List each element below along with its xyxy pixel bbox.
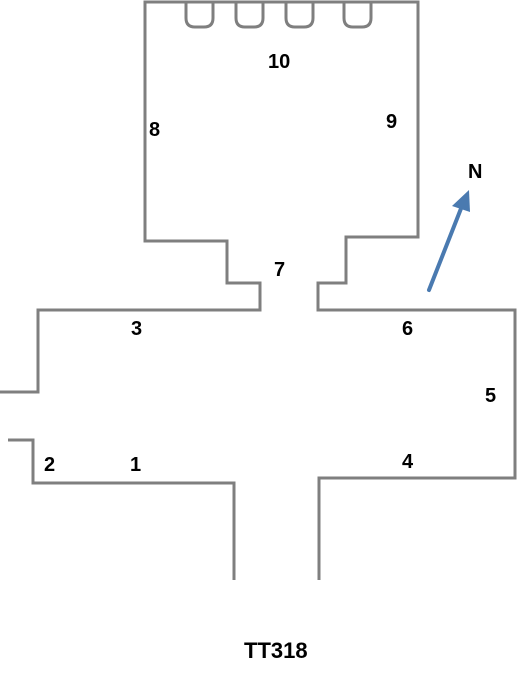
north-label: N: [468, 161, 482, 183]
inner-chamber-walls: [143, 0, 420, 306]
label-3: 3: [131, 318, 142, 340]
label-7: 7: [274, 259, 285, 281]
label-9: 9: [386, 111, 397, 133]
plan-title: TT318: [244, 638, 308, 663]
label-1: 1: [130, 454, 141, 476]
hall-north-wall-east: [316, 306, 517, 580]
label-6: 6: [402, 318, 413, 340]
transverse-hall-walls: [0, 306, 517, 580]
label-8: 8: [149, 119, 160, 141]
inner-chamber-west-wall: [143, 0, 420, 306]
niche-4: [342, 2, 373, 29]
hall-north-wall-west: [0, 306, 262, 394]
label-5: 5: [485, 385, 496, 407]
niche-3: [284, 2, 315, 29]
niches: [184, 2, 373, 29]
room-labels: 1 2 3 4 5 6 7 8 9 10: [44, 51, 496, 476]
hall-south-wall-west: [8, 438, 236, 580]
north-arrow-icon: [427, 190, 470, 292]
label-10: 10: [268, 51, 290, 73]
niche-1: [184, 2, 215, 29]
niche-2: [234, 2, 265, 29]
label-4: 4: [402, 451, 414, 473]
label-2: 2: [44, 454, 55, 476]
